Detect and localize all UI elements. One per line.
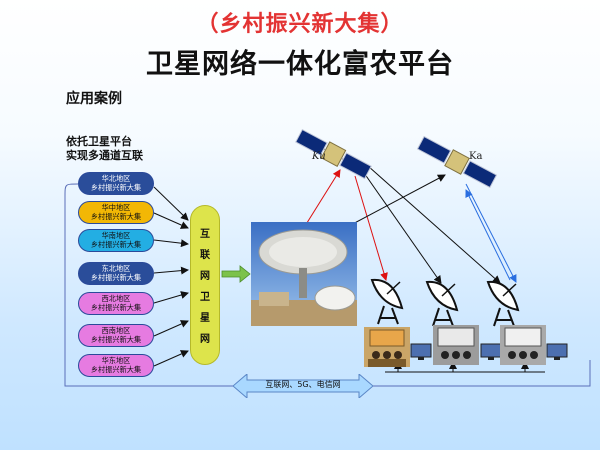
hub-char: 网 (200, 271, 210, 282)
region-pill-dongbei: 东北地区 乡村振兴新大集 (78, 262, 154, 285)
title-line-2: 卫星网络一体化富农平台 (146, 49, 454, 80)
region-line2: 乡村振兴新大集 (90, 334, 142, 344)
monitor-icon (480, 343, 502, 360)
region-pill-huabei: 华北地区 乡村振兴新大集 (78, 172, 154, 195)
region-pill-huazhong: 华中地区 乡村振兴新大集 (78, 201, 154, 224)
internet-satellite-hub: 互 联 网 卫 星 网 (190, 205, 220, 365)
section-label: 应用案例 (66, 91, 122, 107)
dish-antenna-icon (486, 280, 520, 327)
note-line-2: 实现多通道互联 (66, 149, 143, 162)
note-text: 依托卫星平台 实现多通道互联 (66, 135, 143, 163)
region-line1: 西北地区 (101, 294, 131, 303)
hub-char: 卫 (200, 292, 210, 303)
classroom-scene-image (500, 325, 546, 365)
hub-char: 网 (200, 334, 210, 345)
monitor-icon (546, 343, 568, 360)
region-pill-huadong: 华东地区 乡村振兴新大集 (78, 354, 154, 377)
classroom-scene-image (364, 327, 410, 367)
hub-char: 联 (200, 250, 210, 261)
region-line1: 华中地区 (101, 203, 131, 212)
region-line1: 东北地区 (101, 264, 131, 273)
ku-satellite-icon (295, 128, 372, 180)
region-line2: 乡村振兴新大集 (90, 272, 142, 282)
region-pill-huanan: 华南地区 乡村振兴新大集 (78, 229, 154, 252)
classroom-scene-image (433, 325, 479, 365)
region-pill-xinan: 西南地区 乡村振兴新大集 (78, 324, 154, 347)
region-line1: 华北地区 (101, 174, 131, 183)
region-pill-xibei: 西北地区 乡村振兴新大集 (78, 292, 154, 315)
ka-label: Ka (469, 151, 483, 162)
hub-char: 星 (200, 313, 210, 324)
note-line-1: 依托卫星平台 (66, 135, 132, 148)
region-line1: 西南地区 (101, 326, 131, 335)
title-line-1: （乡村振兴新大集） (196, 12, 404, 37)
ku-label: Ku (312, 151, 326, 162)
region-line1: 华东地区 (101, 356, 131, 365)
ground-station-photo (251, 222, 357, 326)
hub-char: 互 (200, 229, 210, 240)
network-label: 互联网、5G、电信网 (265, 380, 341, 389)
dish-antenna-icon (425, 280, 459, 327)
region-line2: 乡村振兴新大集 (90, 211, 142, 221)
region-line2: 乡村振兴新大集 (90, 364, 142, 374)
ka-satellite-icon (416, 135, 498, 189)
region-line2: 乡村振兴新大集 (90, 302, 142, 312)
region-line2: 乡村振兴新大集 (90, 239, 142, 249)
monitor-icon (410, 343, 432, 360)
network-double-arrow (233, 374, 373, 398)
region-line2: 乡村振兴新大集 (90, 182, 142, 192)
region-line1: 华南地区 (101, 231, 131, 240)
dish-antenna-icon (370, 278, 404, 325)
